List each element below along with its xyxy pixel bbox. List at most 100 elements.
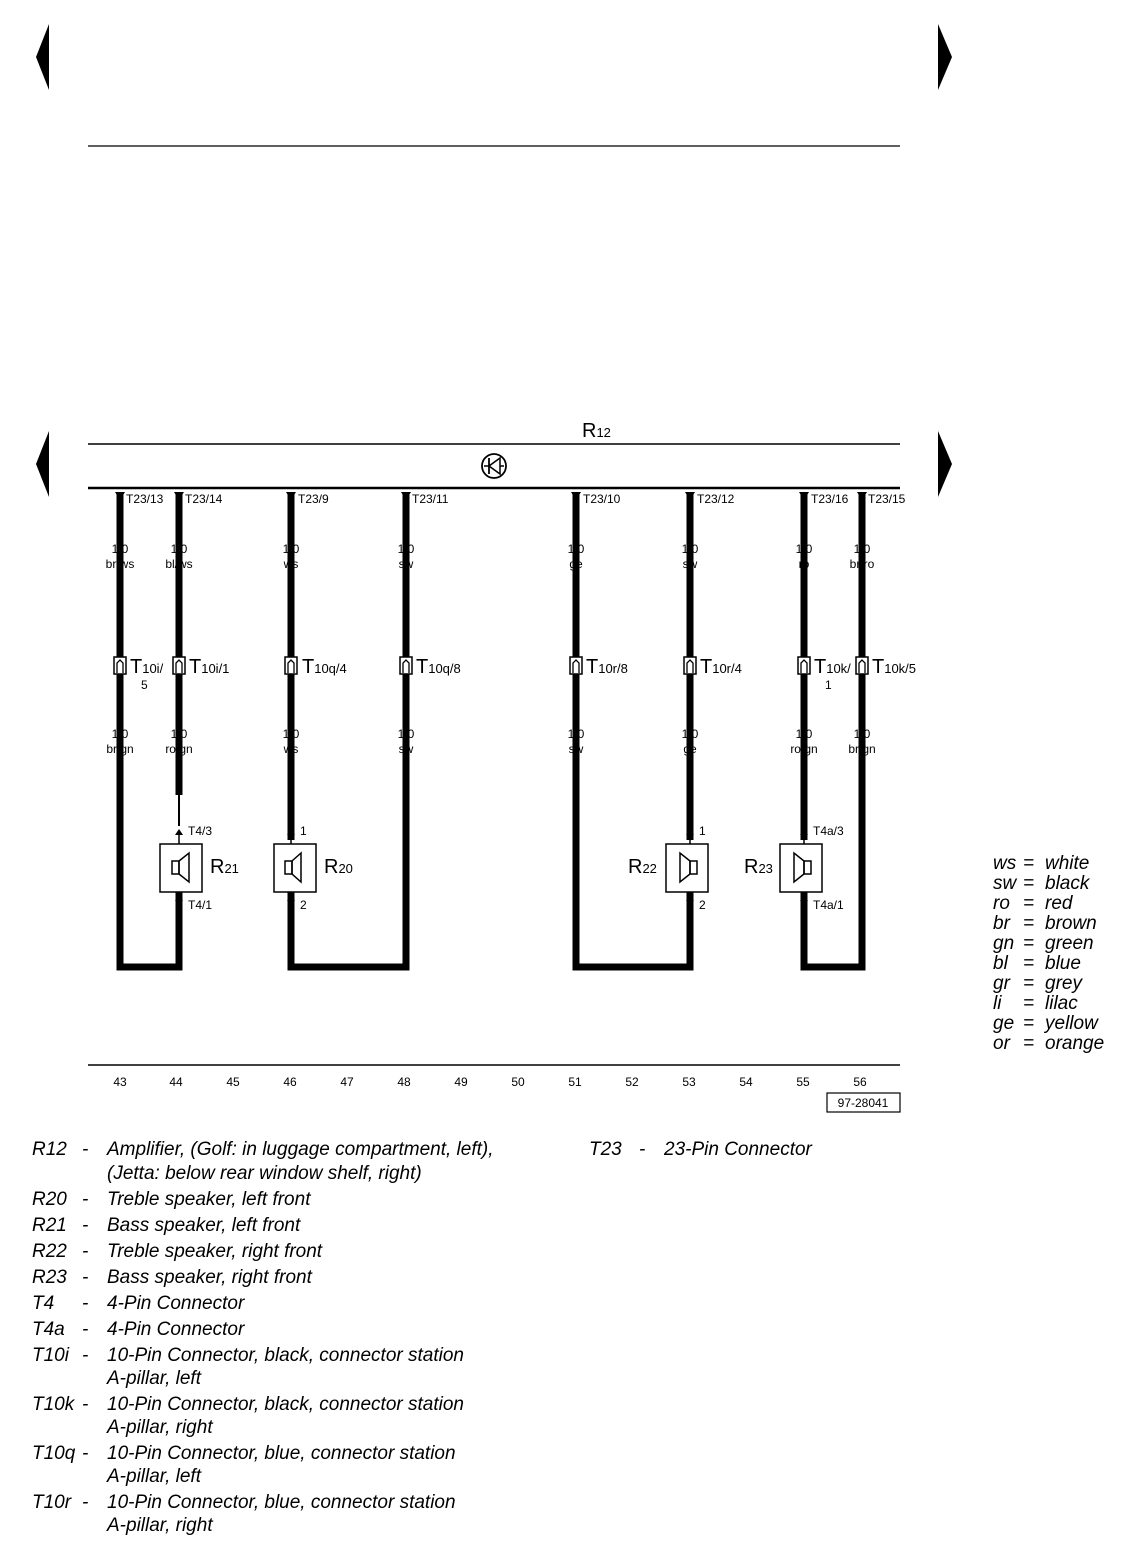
component-code: T4a: [32, 1319, 65, 1340]
component-description: 23-Pin Connector: [664, 1139, 812, 1160]
component-dash: -: [82, 1443, 89, 1464]
legend-color-name: black: [1045, 873, 1090, 894]
diagram-id: 97-28041: [838, 1096, 889, 1110]
svg-text:1,0: 1,0: [854, 727, 871, 741]
legend-code: or: [993, 1033, 1010, 1054]
component-code: T10r: [32, 1492, 72, 1513]
component-dash: -: [82, 1241, 89, 1262]
legend-color-name: grey: [1045, 973, 1082, 994]
connector-pin-marks: [116, 659, 866, 673]
svg-text:1,0: 1,0: [171, 727, 188, 741]
speaker-pin-bottom: 2: [699, 898, 706, 912]
speaker-label-r20: R20: [324, 856, 353, 878]
svg-text:48: 48: [397, 1075, 411, 1089]
component-dash: -: [639, 1139, 646, 1160]
prev-page-arrow-icon[interactable]: [36, 24, 49, 90]
svg-text:1,0: 1,0: [283, 542, 300, 556]
connector-label-t10k-1: T10k/: [814, 656, 851, 678]
speaker-pin-bottom: T4/1: [188, 898, 212, 912]
component-description: 10-Pin Connector, black, connector stati…: [107, 1345, 464, 1366]
component-code: T23: [589, 1139, 622, 1160]
next-section-arrow-icon[interactable]: [938, 431, 952, 497]
component-code: T10q: [32, 1443, 76, 1464]
svg-text:bl/ws: bl/ws: [165, 557, 192, 571]
svg-text:ro/gn: ro/gn: [165, 742, 192, 756]
terminal-label: T23/16: [811, 492, 849, 506]
svg-text:49: 49: [454, 1075, 468, 1089]
svg-text:ro: ro: [799, 557, 810, 571]
terminal-label: T23/15: [868, 492, 906, 506]
component-dash: -: [82, 1492, 89, 1513]
legend-code: gr: [993, 973, 1010, 994]
legend-code: bl: [993, 953, 1008, 974]
svg-text:52: 52: [625, 1075, 639, 1089]
legend-color-name: yellow: [1045, 1013, 1098, 1034]
speaker-pin-top: 1: [699, 824, 706, 838]
connector-label-t10r-8: T10r/8: [586, 656, 628, 678]
component-code: R22: [32, 1241, 67, 1262]
connector-label-t10q-8: T10q/8: [416, 656, 461, 678]
component-description: 10-Pin Connector, blue, connector statio…: [107, 1443, 456, 1464]
legend-color-name: orange: [1045, 1033, 1105, 1054]
svg-text:1,0: 1,0: [682, 727, 699, 741]
legend-code: ws: [993, 853, 1017, 874]
svg-text:br/ro: br/ro: [850, 557, 875, 571]
svg-text:ws: ws: [283, 557, 299, 571]
prev-section-arrow-icon[interactable]: [36, 431, 49, 497]
svg-text:53: 53: [682, 1075, 696, 1089]
component-description: 10-Pin Connector, blue, connector statio…: [107, 1492, 456, 1513]
connector-label-t10q-4: T10q/4: [302, 656, 347, 678]
svg-text:ws: ws: [283, 742, 299, 756]
component-dash: -: [82, 1189, 89, 1210]
component-description: A-pillar, left: [107, 1466, 201, 1487]
component-code: R21: [32, 1215, 67, 1236]
component-code: R12: [32, 1139, 67, 1160]
svg-text:1,0: 1,0: [796, 542, 813, 556]
legend-equals: =: [1023, 853, 1035, 874]
svg-text:44: 44: [169, 1075, 183, 1089]
svg-text:54: 54: [739, 1075, 753, 1089]
connector-label-t10k-5: T10k/5: [872, 656, 916, 678]
legend-equals: =: [1023, 1013, 1035, 1034]
svg-text:sw: sw: [399, 742, 414, 756]
next-page-arrow-icon[interactable]: [938, 24, 952, 90]
svg-text:ge: ge: [683, 742, 697, 756]
component-code: T10k: [32, 1394, 75, 1415]
legend-code: sw: [993, 873, 1017, 894]
component-dash: -: [82, 1293, 89, 1314]
upper-wire-labels: 1,0br/ws 1,0bl/ws 1,0ws 1,0sw 1,0ge 1,0s…: [106, 542, 875, 571]
svg-text:1,0: 1,0: [682, 542, 699, 556]
component-description: A-pillar, right: [107, 1515, 213, 1536]
color-legend: ws=white sw=black ro=red br=brown gn=gre…: [993, 854, 1133, 1059]
terminal-arrows: [115, 492, 867, 500]
component-code: T4: [32, 1293, 55, 1314]
component-description: A-pillar, right: [107, 1417, 213, 1438]
lower-wire-labels: 1,0br/gn 1,0ro/gn 1,0ws 1,0sw 1,0sw 1,0g…: [106, 727, 875, 756]
terminal-label: T23/11: [412, 492, 449, 506]
svg-text:51: 51: [568, 1075, 582, 1089]
svg-text:br/gn: br/gn: [106, 742, 133, 756]
legend-equals: =: [1023, 953, 1035, 974]
speaker-pin-top: T4/3: [188, 824, 212, 838]
svg-text:1,0: 1,0: [398, 727, 415, 741]
legend-color-name: red: [1045, 893, 1073, 914]
svg-text:ge: ge: [569, 557, 583, 571]
terminal-label: T23/9: [298, 492, 329, 506]
svg-text:sw: sw: [683, 557, 698, 571]
svg-text:43: 43: [113, 1075, 127, 1089]
component-code: T10i: [32, 1345, 69, 1366]
legend-code: ro: [993, 893, 1010, 914]
component-dash: -: [82, 1267, 89, 1288]
speaker-r23: [779, 829, 823, 906]
speaker-label-r21: R21: [210, 856, 239, 878]
amplifier-label: R12: [582, 420, 611, 442]
connector-label-t10r-4: T10r/4: [700, 656, 742, 678]
wire-loop-r21: [116, 492, 183, 971]
speaker-r22: [665, 829, 709, 906]
speaker-pin-top: 1: [300, 824, 307, 838]
wire-loop-r23: [800, 492, 866, 971]
legend-code: br: [993, 913, 1010, 934]
component-description: Treble speaker, right front: [107, 1241, 323, 1262]
connector-label-t10i-5-line2: 5: [141, 678, 148, 692]
